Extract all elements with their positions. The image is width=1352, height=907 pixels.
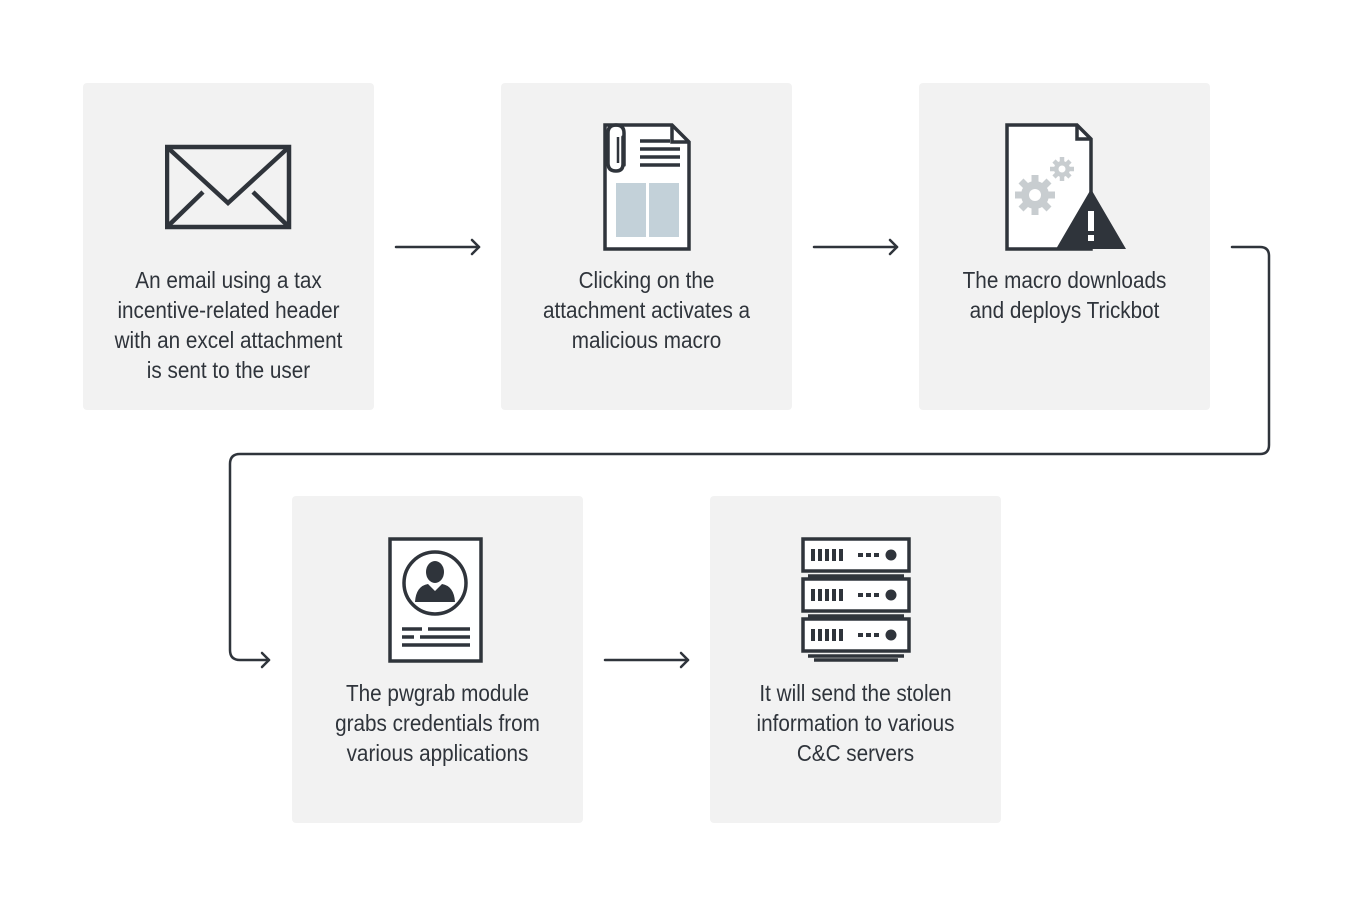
arrow-2-to-3 xyxy=(812,238,899,256)
id-card-icon xyxy=(292,536,583,664)
document-attachment-icon xyxy=(501,123,792,251)
arrow-4-to-5 xyxy=(603,651,690,669)
step-2-text: Clicking on the attachment activates a m… xyxy=(542,267,751,353)
step-card-4: The pwgrab module grabs credentials from… xyxy=(292,496,583,823)
arrow-3-to-4 xyxy=(228,245,1271,669)
step-1-text: An email using a tax incentive-related h… xyxy=(114,267,343,383)
warning-icon xyxy=(1055,189,1126,249)
small-gear-icon xyxy=(1049,157,1074,181)
step-card-5: It will send the stolen information to v… xyxy=(710,496,1001,823)
server-rack-icon xyxy=(710,536,1001,664)
step-5-text: It will send the stolen information to v… xyxy=(756,680,955,766)
step-3-text: The macro downloads and deploys Trickbot xyxy=(962,267,1167,323)
step-card-1: An email using a tax incentive-related h… xyxy=(83,83,374,410)
envelope-icon xyxy=(83,123,374,251)
step-4-text: The pwgrab module grabs credentials from… xyxy=(335,680,540,766)
gear-icon xyxy=(1014,175,1055,215)
step-card-2: Clicking on the attachment activates a m… xyxy=(501,83,792,410)
user-silhouette-icon xyxy=(414,561,455,602)
document-gear-warning-icon xyxy=(919,123,1210,251)
arrow-1-to-2 xyxy=(394,238,481,256)
step-card-3: The macro downloads and deploys Trickbot xyxy=(919,83,1210,410)
